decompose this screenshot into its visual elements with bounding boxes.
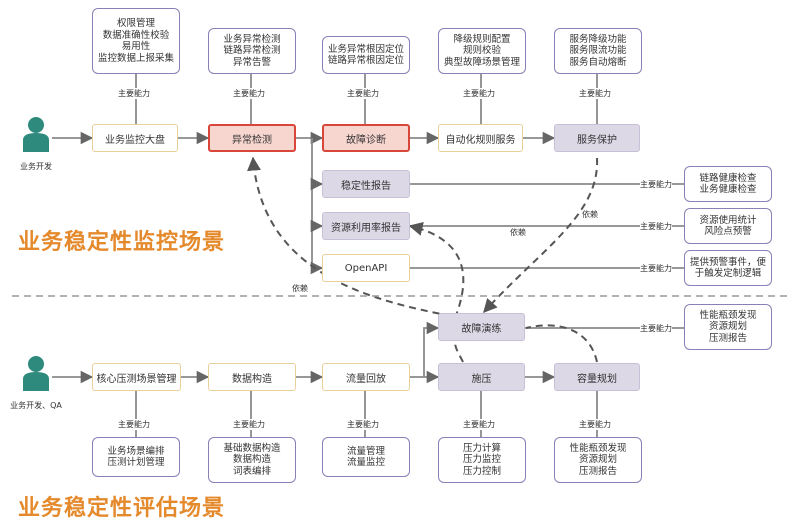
person-icon: [23, 356, 49, 391]
note-scenario: 业务场景编排压测计划管理: [92, 437, 180, 477]
ability-label: 主要能力: [463, 88, 495, 99]
actor-bottom: [18, 355, 54, 405]
node-fault-diagnosis[interactable]: 故障诊断: [322, 124, 410, 152]
note-pressure: 压力计算压力监控压力控制: [438, 437, 526, 483]
ability-label: 主要能力: [640, 221, 672, 232]
note-auto-rules: 降级规则配置规则校验典型故障场景管理: [438, 28, 526, 74]
node-dashboard[interactable]: 业务监控大盘: [92, 124, 178, 152]
depends-label: 依赖: [292, 284, 308, 293]
depends-label: 依赖: [582, 210, 598, 219]
node-scenario-mgmt[interactable]: 核心压测场景管理: [92, 363, 181, 391]
note-report: 链路健康检查业务健康检查: [684, 166, 772, 202]
node-traffic-replay[interactable]: 流量回放: [322, 363, 410, 391]
note-openapi: 提供预警事件，便于触发定制逻辑: [684, 250, 772, 286]
node-openapi[interactable]: OpenAPI: [322, 254, 410, 282]
actor-top: [18, 116, 54, 166]
actor-top-label: 业务开发: [20, 162, 52, 171]
node-capacity-planning[interactable]: 容量规划: [554, 363, 640, 391]
note-replay: 流量管理流量监控: [322, 437, 410, 477]
dep-protection-drill: [483, 157, 599, 314]
ability-label: 主要能力: [640, 263, 672, 274]
note-construct: 基础数据构造数据构造词表编排: [208, 437, 296, 483]
node-anomaly-detection[interactable]: 异常检测: [208, 124, 296, 152]
actor-bottom-label: 业务开发、QA: [10, 401, 62, 410]
ability-label: 主要能力: [233, 419, 265, 430]
node-fault-drill[interactable]: 故障演练: [438, 313, 525, 341]
person-icon: [23, 117, 49, 152]
ability-label: 主要能力: [640, 179, 672, 190]
ability-label: 主要能力: [579, 88, 611, 99]
ability-label: 主要能力: [579, 419, 611, 430]
depends-label: 依赖: [510, 228, 526, 237]
note-anomaly: 业务异常检测链路异常检测异常告警: [208, 28, 296, 74]
node-pressure[interactable]: 施压: [438, 363, 525, 391]
section-title-assess: 业务稳定性评估场景: [18, 496, 226, 521]
ability-label: 主要能力: [640, 323, 672, 334]
edge-replay-drill: [423, 321, 440, 377]
node-data-construct[interactable]: 数据构造: [208, 363, 296, 391]
note-diagnosis: 业务异常根因定位链路异常根因定位: [322, 36, 410, 74]
dep-capacity-drill: [525, 324, 598, 363]
section-title-monitor: 业务稳定性监控场景: [18, 230, 226, 255]
node-usage-report[interactable]: 资源利用率报告: [322, 212, 410, 240]
node-stability-report[interactable]: 稳定性报告: [322, 170, 410, 198]
dep-drill-usage: [408, 222, 465, 319]
note-capacity: 性能瓶颈发现资源规划压测报告: [554, 437, 642, 483]
ability-label: 主要能力: [118, 88, 150, 99]
note-drill: 性能瓶颈发现资源规划压测报告: [684, 304, 772, 350]
node-auto-rules[interactable]: 自动化规则服务: [438, 124, 523, 152]
note-protection: 服务降级功能服务限流功能服务自动熔断: [554, 28, 642, 74]
dep-pressure-drill: [454, 341, 464, 363]
note-usage: 资源使用统计风险点预警: [684, 208, 772, 244]
note-dashboard: 权限管理数据准确性校验易用性监控数据上报采集: [92, 8, 180, 74]
ability-label: 主要能力: [347, 88, 379, 99]
ability-label: 主要能力: [463, 419, 495, 430]
ability-label: 主要能力: [347, 419, 379, 430]
ability-label: 主要能力: [233, 88, 265, 99]
node-service-protection[interactable]: 服务保护: [554, 124, 640, 152]
ability-label: 主要能力: [118, 419, 150, 430]
